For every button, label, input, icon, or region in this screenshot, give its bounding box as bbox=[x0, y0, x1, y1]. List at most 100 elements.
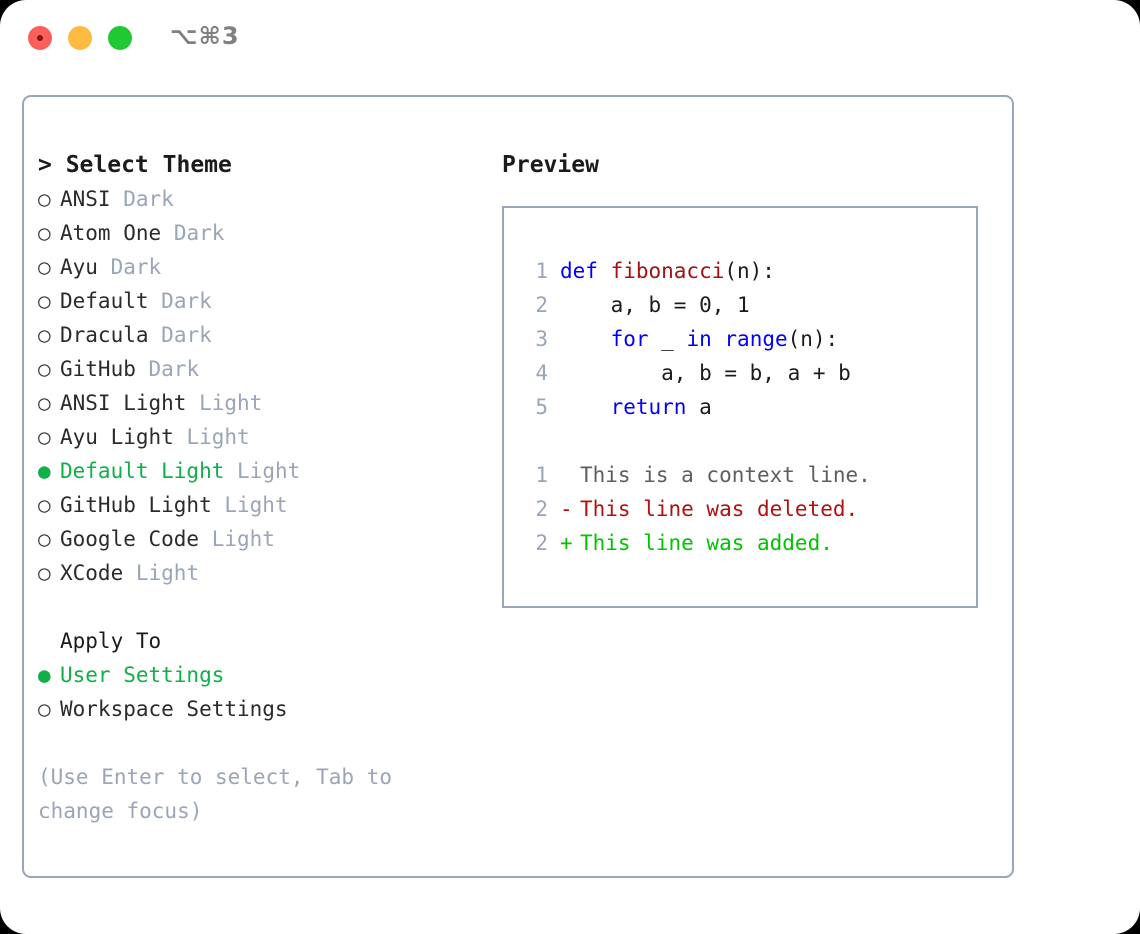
theme-name: ANSI bbox=[60, 187, 111, 211]
radio-unselected-icon: ○ bbox=[38, 187, 51, 211]
theme-name: Default Light bbox=[60, 459, 225, 483]
theme-variant-tag: Dark bbox=[123, 187, 174, 211]
code-token: def bbox=[560, 259, 611, 283]
code-token: for bbox=[610, 327, 649, 351]
title-bar: ⌥⌘3 bbox=[0, 0, 1140, 78]
code-token: _ bbox=[648, 327, 687, 351]
apply-to-list[interactable]: ● User Settings ○Workspace Settings bbox=[38, 658, 488, 726]
theme-list-item[interactable]: ○Google Code Light bbox=[38, 522, 488, 556]
code-token: fibonacci bbox=[610, 259, 725, 283]
code-token bbox=[560, 395, 611, 419]
radio-unselected-icon: ○ bbox=[38, 493, 51, 517]
diff-line-number: 2 bbox=[535, 497, 548, 521]
maximize-window-button[interactable] bbox=[108, 26, 132, 50]
code-token: a bbox=[686, 395, 712, 419]
diff-sign bbox=[560, 458, 580, 492]
theme-name: Atom One bbox=[60, 221, 162, 245]
code-token: in bbox=[686, 327, 712, 351]
diff-text: This line was added. bbox=[580, 531, 833, 555]
diff-text: This is a context line. bbox=[580, 463, 871, 487]
minimize-window-button[interactable] bbox=[68, 26, 92, 50]
diff-sign: - bbox=[560, 497, 573, 521]
theme-list-item[interactable]: ○ ANSI Dark bbox=[38, 182, 488, 216]
code-token: return bbox=[610, 395, 687, 419]
theme-list-item[interactable]: ○ XCode Light bbox=[38, 556, 488, 590]
theme-name: Google Code bbox=[60, 527, 200, 551]
apply-to-item[interactable]: ○Workspace Settings bbox=[38, 692, 488, 726]
theme-name: Ayu bbox=[60, 255, 98, 279]
theme-list-item[interactable]: ○ Dracula Dark bbox=[38, 318, 488, 352]
radio-unselected-icon: ○ bbox=[38, 357, 51, 381]
theme-list-item[interactable]: ● Default Light Light bbox=[38, 454, 488, 488]
radio-unselected-icon: ○ bbox=[38, 391, 51, 415]
code-line: 3 for _ in range(n): bbox=[522, 322, 968, 356]
theme-name: Ayu Light bbox=[60, 425, 174, 449]
spacer bbox=[149, 323, 162, 347]
theme-variant-tag: Light bbox=[135, 561, 200, 585]
radio-unselected-icon: ○ bbox=[38, 425, 51, 449]
theme-name: Dracula bbox=[60, 323, 149, 347]
code-token: range bbox=[724, 327, 788, 351]
code-diff-separator bbox=[522, 424, 968, 458]
apply-to-label: Workspace Settings bbox=[60, 697, 288, 721]
theme-list-item[interactable]: ○ Ayu Dark bbox=[38, 250, 488, 284]
theme-name: Default bbox=[60, 289, 149, 313]
theme-list[interactable]: ○ANSI Dark○Atom One Dark○Ayu Dark○Defaul… bbox=[38, 182, 488, 590]
spacer bbox=[224, 459, 237, 483]
preview-heading: Preview bbox=[502, 152, 599, 178]
code-token: (n): bbox=[724, 259, 775, 283]
theme-list-item[interactable]: ○ Ayu Light Light bbox=[38, 420, 488, 454]
diff-line-number: 1 bbox=[535, 463, 548, 487]
spacer bbox=[136, 357, 149, 381]
close-window-button[interactable] bbox=[28, 26, 52, 50]
theme-list-item[interactable]: ○GitHub Light Light bbox=[38, 488, 488, 522]
code-token: a, b = 0, 1 bbox=[560, 293, 750, 317]
radio-unselected-icon: ○ bbox=[38, 323, 51, 347]
theme-variant-tag: Dark bbox=[161, 323, 212, 347]
radio-selected-icon: ● bbox=[38, 663, 51, 687]
code-line-number: 1 bbox=[535, 259, 548, 283]
keyboard-hint-text: (Use Enter to select, Tab to change focu… bbox=[38, 765, 393, 823]
radio-selected-icon: ● bbox=[38, 459, 51, 483]
code-line-number: 4 bbox=[535, 361, 548, 385]
code-token bbox=[560, 327, 611, 351]
theme-variant-tag: Dark bbox=[161, 289, 212, 313]
apply-to-item[interactable]: ● User Settings bbox=[38, 658, 488, 692]
theme-list-item[interactable]: ○Atom One Dark bbox=[38, 216, 488, 250]
apply-to-label: User Settings bbox=[60, 663, 225, 687]
spacer bbox=[212, 493, 225, 517]
theme-list-item[interactable]: ○GitHub Dark bbox=[38, 352, 488, 386]
theme-name: ANSI Light bbox=[60, 391, 187, 415]
theme-list-item[interactable]: ○ Default Dark bbox=[38, 284, 488, 318]
theme-variant-tag: Light bbox=[237, 459, 301, 483]
spacer bbox=[174, 425, 187, 449]
spacer bbox=[123, 561, 136, 585]
code-token: a, b = b, a + b bbox=[560, 361, 851, 385]
diff-line: 2-This line was deleted. bbox=[522, 492, 968, 526]
spacer bbox=[98, 255, 111, 279]
theme-list-item[interactable]: ○ ANSI Light Light bbox=[38, 386, 488, 420]
code-line: 2 a, b = 0, 1 bbox=[522, 288, 968, 322]
code-line-number: 5 bbox=[535, 395, 548, 419]
diff-sign: + bbox=[560, 531, 573, 555]
code-token: (n): bbox=[787, 327, 839, 351]
radio-unselected-icon: ○ bbox=[38, 527, 51, 551]
radio-unselected-icon: ○ bbox=[38, 255, 51, 279]
theme-variant-tag: Light bbox=[186, 425, 250, 449]
spacer bbox=[186, 391, 199, 415]
theme-variant-tag: Light bbox=[224, 493, 288, 517]
spacer bbox=[161, 221, 174, 245]
diff-line: 2+This line was added. bbox=[522, 526, 968, 560]
theme-selector-panel: > Select Theme ○ANSI Dark○Atom One Dark○… bbox=[22, 95, 1014, 878]
theme-variant-tag: Dark bbox=[110, 255, 162, 279]
theme-name: XCode bbox=[60, 561, 124, 585]
radio-unselected-icon: ○ bbox=[38, 289, 51, 313]
theme-variant-tag: Light bbox=[199, 391, 263, 415]
code-line-number: 3 bbox=[535, 327, 548, 351]
radio-unselected-icon: ○ bbox=[38, 561, 51, 585]
spacer bbox=[149, 289, 162, 313]
